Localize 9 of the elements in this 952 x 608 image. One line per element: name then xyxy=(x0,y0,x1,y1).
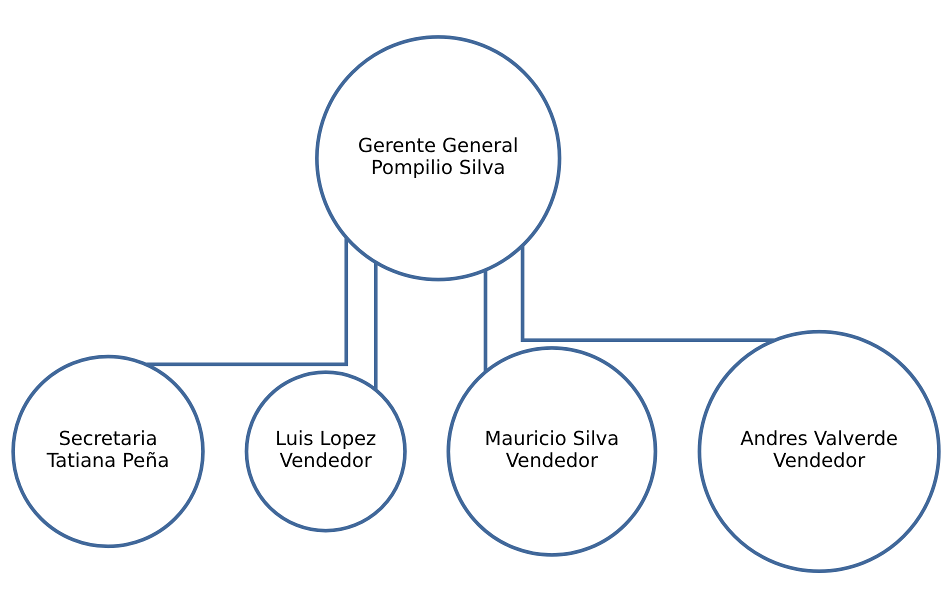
connector xyxy=(484,270,488,372)
node-circle: Mauricio Silva Vendedor xyxy=(446,346,658,557)
connector xyxy=(146,238,348,366)
node-circle: Andres Valverde Vendedor xyxy=(698,330,941,573)
node-circle: Gerente General Pompilio Silva xyxy=(315,35,562,282)
node-circle: Secretaria Tatiana Peña xyxy=(11,354,205,548)
connector xyxy=(374,262,378,390)
node-circle: Luis Lopez Vendedor xyxy=(244,370,407,532)
connector xyxy=(520,246,775,342)
